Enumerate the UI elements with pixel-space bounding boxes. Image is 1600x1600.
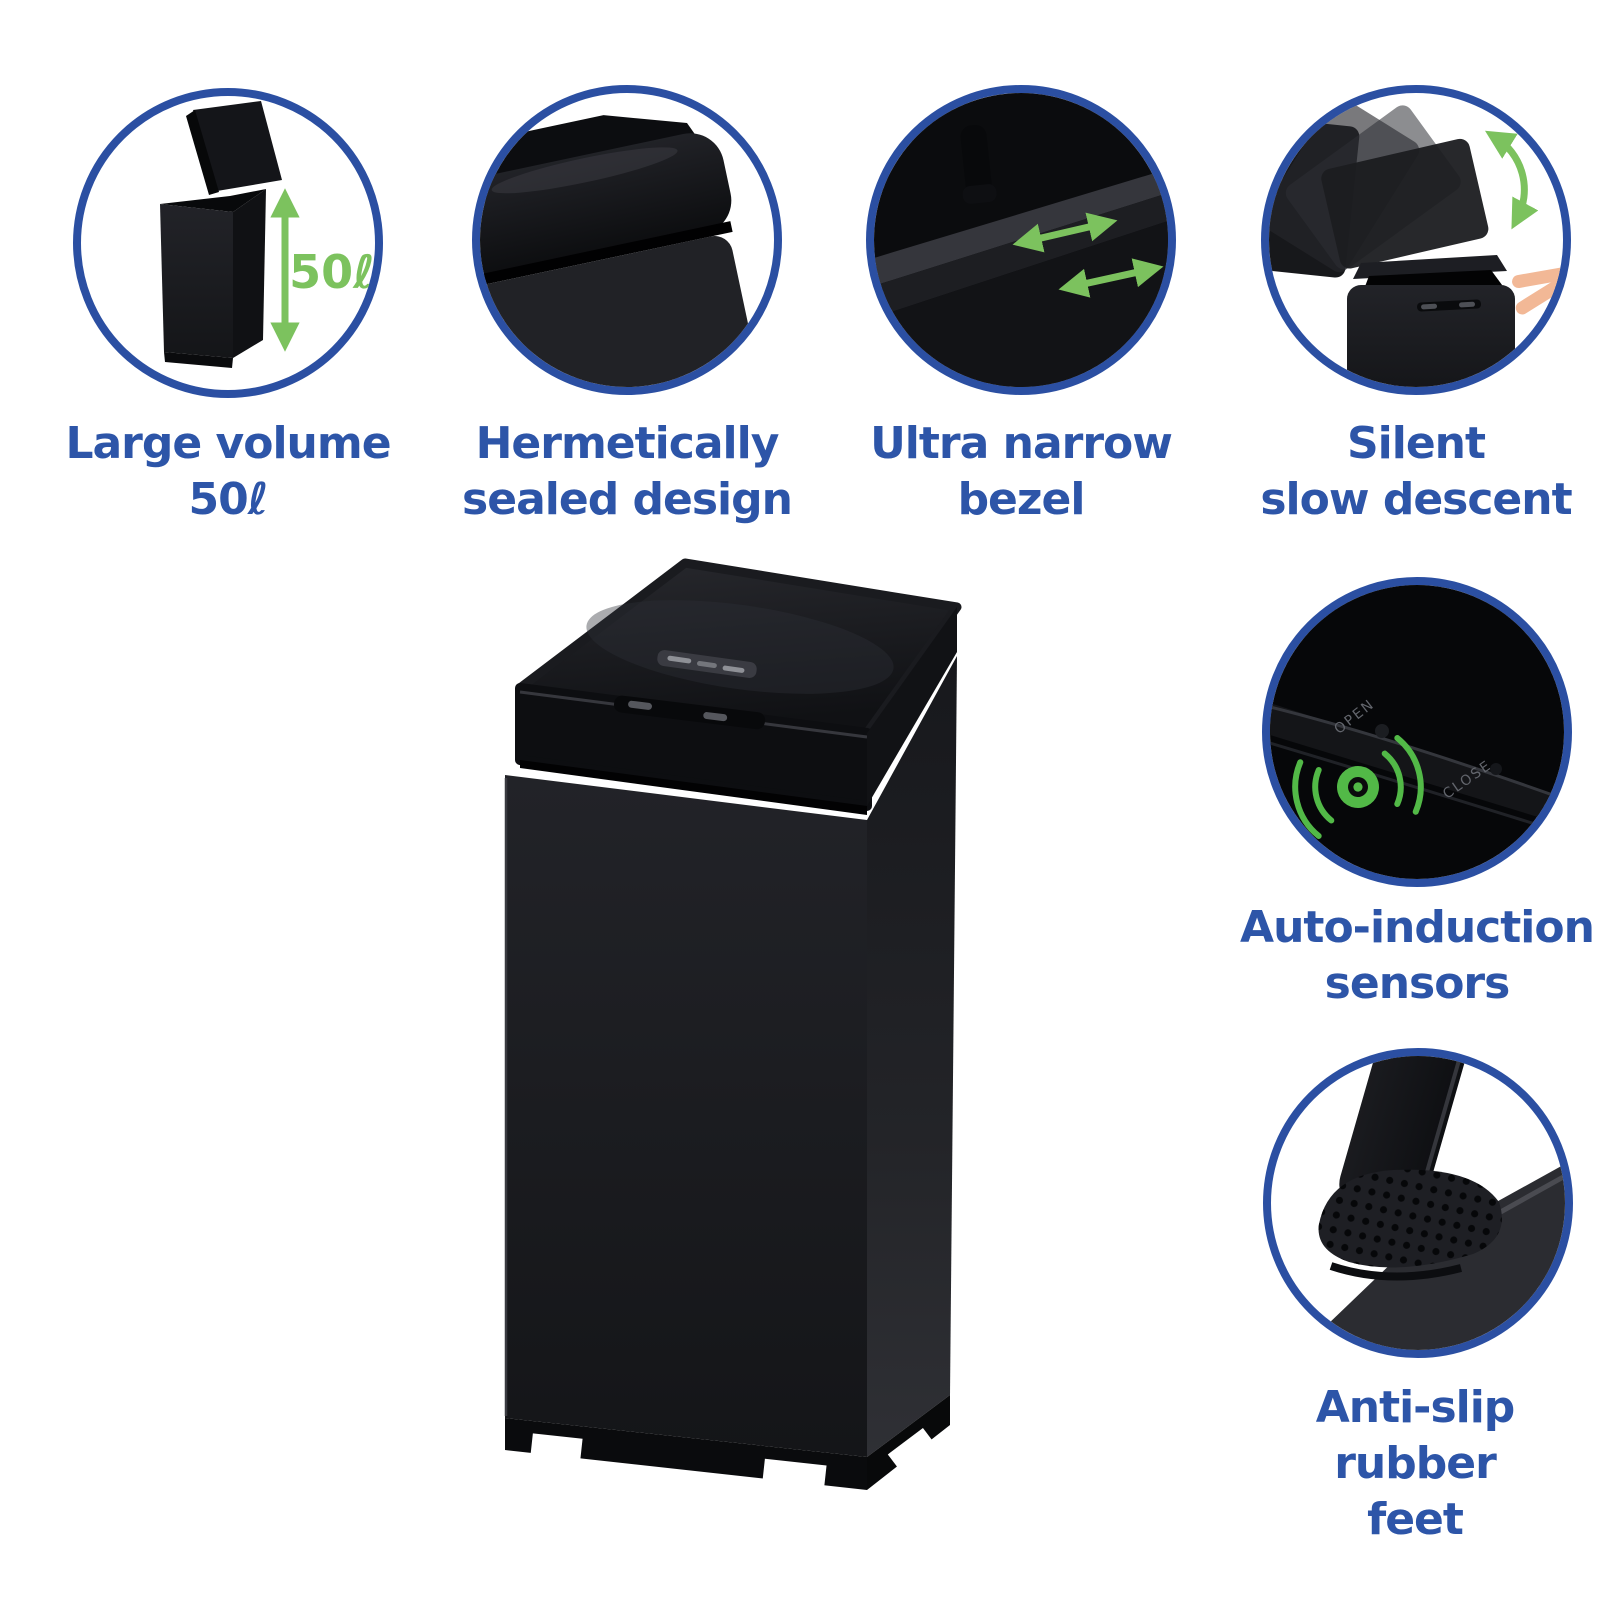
closing-lid-motion-icon xyxy=(1269,96,1563,387)
product-photo-sensor-trash-bin xyxy=(504,558,962,1492)
caption-line: sealed design xyxy=(462,474,793,525)
caption-line: Large volume xyxy=(65,418,391,469)
caption-line: Hermetically xyxy=(475,418,780,469)
lid-sensor-strip xyxy=(614,695,766,730)
brand-logo-badge xyxy=(657,650,757,678)
caption-line: Ultra narrow xyxy=(870,418,1173,469)
open-bin-height-arrow-icon: 50ℓ xyxy=(160,101,375,368)
caption-line: feet xyxy=(1367,1494,1464,1545)
caption-line: slow descent xyxy=(1260,474,1572,525)
caption-line: Anti-slip xyxy=(1315,1382,1516,1433)
caption-silent-descent: Silent slow descent xyxy=(1196,416,1600,528)
caption-line: rubber xyxy=(1334,1438,1497,1489)
caption-anti-slip-feet: Anti-slip rubber feet xyxy=(1195,1380,1600,1548)
caption-auto-sensors: Auto-induction sensors xyxy=(1197,900,1600,1012)
caption-line: sensors xyxy=(1324,958,1511,1009)
caption-hermetic-seal: Hermetically sealed design xyxy=(407,416,847,528)
caption-line: Auto-induction xyxy=(1240,902,1595,953)
caption-line: Silent xyxy=(1346,418,1486,469)
caption-line: bezel xyxy=(957,474,1086,525)
caption-large-volume: Large volume 50ℓ xyxy=(8,416,448,528)
feature-circle-hermetic-seal xyxy=(472,85,782,395)
sealed-lid-corner-icon xyxy=(480,115,762,387)
feature-circle-large-volume: 50ℓ xyxy=(73,88,383,398)
rubber-foot-icon xyxy=(1301,1056,1565,1350)
caption-narrow-bezel: Ultra narrow bezel xyxy=(801,416,1241,528)
volume-label: 50ℓ xyxy=(289,245,375,299)
lid-bezel-arrows-icon xyxy=(874,93,1168,387)
caption-line: 50ℓ xyxy=(188,474,269,525)
sensor-signal-icon: OPEN CLOSE xyxy=(1270,585,1564,879)
feature-circle-anti-slip-feet xyxy=(1263,1048,1573,1358)
feature-circle-narrow-bezel xyxy=(866,85,1176,395)
feature-circle-silent-descent xyxy=(1261,85,1571,395)
feature-circle-auto-sensors: OPEN CLOSE xyxy=(1262,577,1572,887)
